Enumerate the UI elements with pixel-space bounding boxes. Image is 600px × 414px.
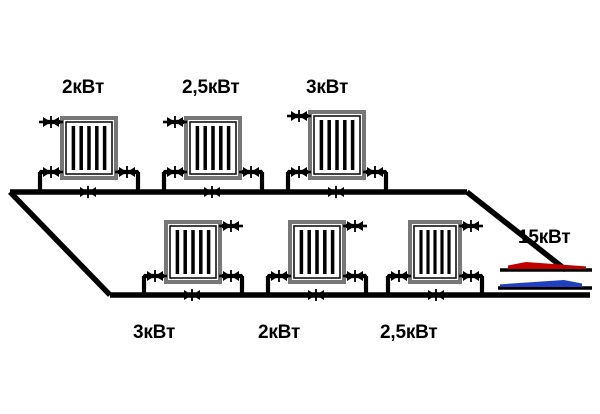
radiator-fin xyxy=(191,230,195,274)
total-power-label: 15кВт xyxy=(518,227,571,248)
valve-lower-left-bottom-2 xyxy=(387,270,411,282)
valve-lower-right-bottom-0 xyxy=(219,270,243,282)
radiator-fin xyxy=(183,230,187,274)
radiator-fin xyxy=(330,230,335,274)
radiator-fin xyxy=(319,120,324,170)
radiator-fin xyxy=(433,230,437,274)
valve-upper-left-top-2 xyxy=(287,110,311,122)
radiator-fin xyxy=(175,230,180,274)
radiator-fin xyxy=(211,126,215,170)
radiator-fin xyxy=(79,126,83,170)
radiator-fin xyxy=(219,126,223,170)
radiator-top-1 xyxy=(60,116,118,180)
radiator-bottom-1 xyxy=(164,220,222,284)
right-diagonal-pipe xyxy=(465,189,568,273)
valve-upper-right-bottom-1 xyxy=(343,220,367,232)
valve-lower-left-top-1 xyxy=(163,166,187,178)
radiator-fin xyxy=(102,126,107,170)
radiator-fin xyxy=(335,120,339,170)
radiator-fin xyxy=(315,230,319,274)
power-label-top-1: 2кВт xyxy=(62,77,105,98)
valve-upper-right-bottom-0 xyxy=(219,220,243,232)
radiator-fin xyxy=(206,230,211,274)
return-arrow-blue xyxy=(500,280,582,287)
radiator-fin xyxy=(350,120,355,170)
valve-lower-left-top-0 xyxy=(39,166,63,178)
radiator-fin xyxy=(447,230,451,274)
valve-lower-right-bottom-2 xyxy=(459,270,483,282)
valve-upper-left-top-1 xyxy=(163,116,187,128)
bypass-valve-top-0 xyxy=(76,186,100,198)
radiator-fin xyxy=(226,126,231,170)
radiator-fin xyxy=(419,230,423,274)
radiator-fin xyxy=(440,230,444,274)
radiator-fin xyxy=(195,126,200,170)
radiator-fin xyxy=(426,230,430,274)
radiator-fin xyxy=(343,120,347,170)
valve-lower-left-top-2 xyxy=(287,166,311,178)
valve-upper-right-bottom-2 xyxy=(459,220,483,232)
valve-lower-right-top-2 xyxy=(363,166,387,178)
power-label-bottom-2: 2кВт xyxy=(258,322,301,343)
radiator-bottom-3 xyxy=(408,220,462,284)
radiator-fin xyxy=(199,230,203,274)
bypass-valve-top-1 xyxy=(200,186,224,198)
radiator-fin xyxy=(307,230,311,274)
flow-arrows-layer xyxy=(500,262,586,287)
radiator-fin xyxy=(299,230,304,274)
valve-upper-left-top-0 xyxy=(39,116,63,128)
valve-lower-right-top-0 xyxy=(115,166,139,178)
supply-arrow-red xyxy=(508,262,586,269)
valve-lower-right-top-1 xyxy=(239,166,263,178)
radiator-fin xyxy=(323,230,327,274)
bypass-valve-top-2 xyxy=(324,186,348,198)
power-label-bottom-3: 2,5кВт xyxy=(380,322,438,343)
left-diagonal-pipe xyxy=(8,190,112,297)
power-label-bottom-1: 3кВт xyxy=(133,322,176,343)
valve-lower-right-bottom-1 xyxy=(343,270,367,282)
radiator-fin xyxy=(203,126,207,170)
radiator-fin xyxy=(71,126,76,170)
bypass-valve-bottom-1 xyxy=(304,289,328,301)
radiator-fin xyxy=(95,126,99,170)
power-label-top-2: 2,5кВт xyxy=(182,77,240,98)
power-label-top-3: 3кВт xyxy=(306,77,349,98)
radiators-layer xyxy=(60,110,462,284)
valve-lower-left-bottom-1 xyxy=(267,270,291,282)
radiator-fin xyxy=(87,126,91,170)
radiator-bottom-2 xyxy=(288,220,346,284)
valve-lower-left-bottom-0 xyxy=(143,270,167,282)
bypass-valve-bottom-2 xyxy=(424,289,448,301)
radiator-fin xyxy=(327,120,331,170)
radiator-top-2 xyxy=(184,116,242,180)
radiator-top-3 xyxy=(308,110,366,180)
bypass-valve-bottom-0 xyxy=(180,289,204,301)
